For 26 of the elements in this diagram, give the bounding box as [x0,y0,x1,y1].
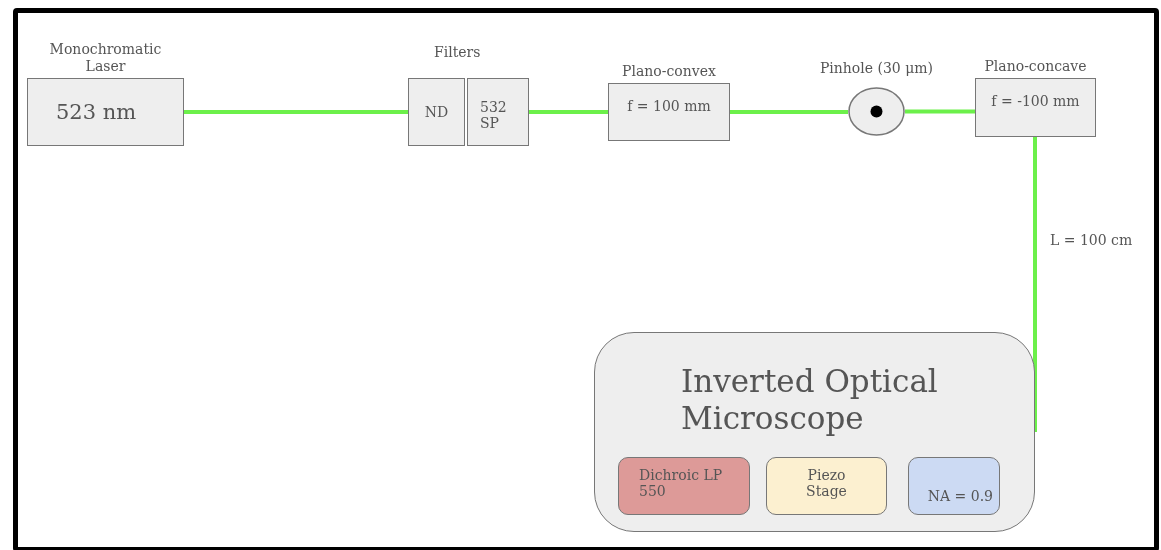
filter-box [408,78,465,146]
microscope-panel [594,332,1035,532]
edge-label: L = 100 cm [1050,232,1133,248]
component-label: Plano-concave [984,58,1087,75]
laser-beam [529,110,608,114]
component-box [908,457,1000,515]
component-text: Dichroic LP 550 [639,467,724,500]
spec-text: f = 100 mm [627,98,711,115]
component-text: NA = 0.9 [927,487,993,504]
microscope-title: Inverted Optical Microscope [681,363,939,438]
component-text: Piezo Stage [805,467,848,500]
spec-text: 523 nm [56,99,137,125]
laser-beam [1033,137,1037,432]
component-label: Pinhole (30 μm) [819,60,934,77]
spec-text: f = -100 mm [991,93,1080,110]
group-label: Filters [434,44,481,60]
laser-beam [730,110,848,114]
component-text: ND [424,103,449,121]
laser-beam [905,109,975,114]
laser-beam [184,110,408,114]
component-box [618,457,750,515]
component-text: 532 SP [480,98,508,132]
filter-box [467,78,529,146]
component-box [766,457,887,515]
component-label: Plano-convex [622,63,716,80]
component-label: Monochromatic Laser [48,41,163,75]
